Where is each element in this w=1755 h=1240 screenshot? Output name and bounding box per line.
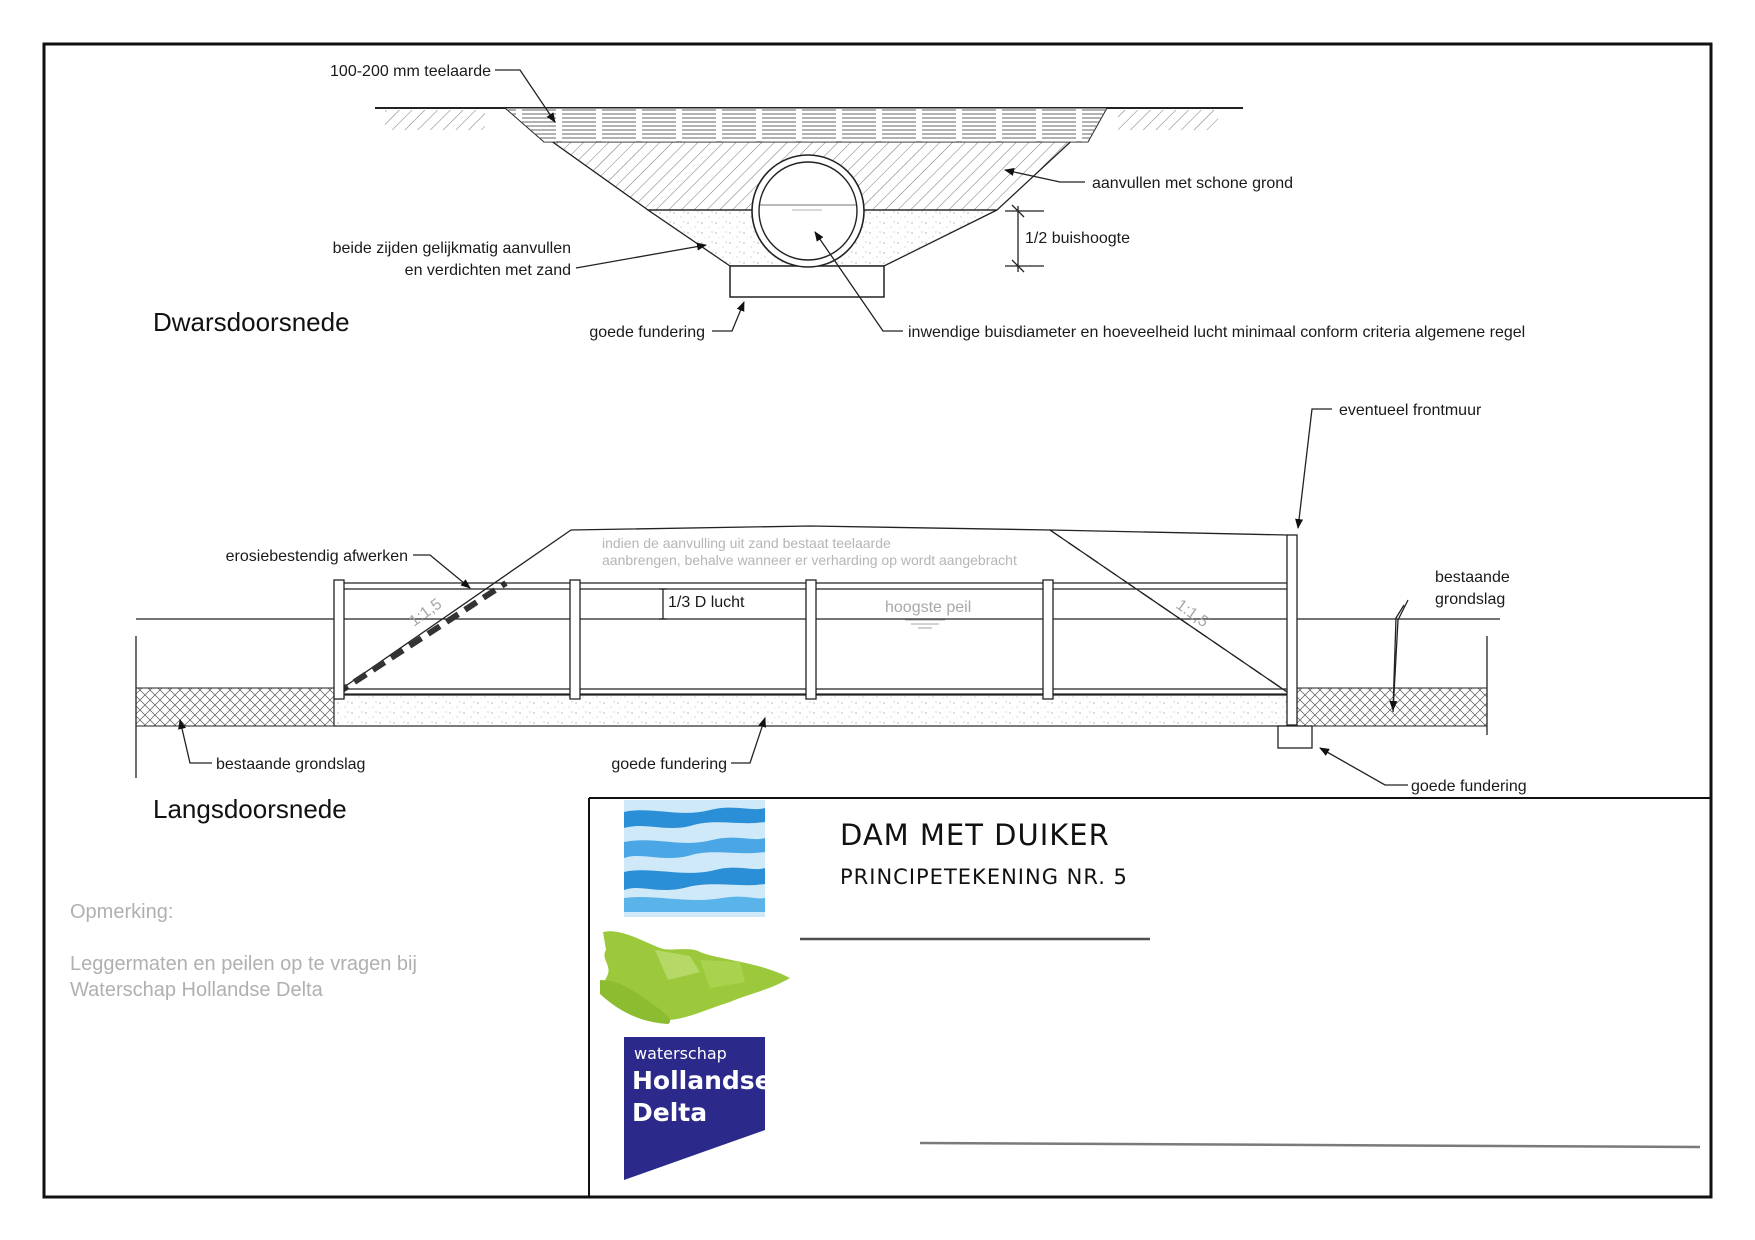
remark-line-1: Leggermaten en peilen op te vragen bij: [70, 953, 417, 975]
label-topsoil: 100-200 mm teelaarde: [330, 63, 491, 80]
label-foundation-mid: goede fundering: [611, 756, 727, 773]
label-existing-right-2: grondslag: [1435, 591, 1505, 608]
label-slope-right: 1:1,5: [1173, 596, 1212, 631]
land-logo-mark: [600, 931, 790, 1024]
label-air: 1/3 D lucht: [668, 594, 745, 611]
label-existing-left: bestaande grondslag: [216, 756, 365, 773]
long-section-title: Langsdoorsnede: [153, 794, 347, 824]
label-foundation-cross: goede fundering: [589, 324, 705, 341]
label-sand-note-1: indien de aanvulling uit zand bestaat te…: [602, 535, 891, 551]
label-both-sides-2: en verdichten met zand: [405, 262, 571, 279]
remark-heading: Opmerking:: [70, 901, 173, 923]
long-section-drawing: [135, 408, 1500, 786]
logo-line-3: Delta: [632, 1098, 707, 1127]
label-highest-level: hoogste peil: [885, 599, 971, 616]
cross-section-drawing: [375, 69, 1243, 332]
logo-line-2: Hollandse: [632, 1066, 772, 1095]
water-logo-mark: [624, 800, 765, 917]
title-block-subtitle: PRINCIPETEKENING NR. 5: [840, 865, 1128, 889]
waterschap-logo: [600, 800, 790, 1180]
remark-line-2: Waterschap Hollandse Delta: [70, 979, 324, 1001]
title-block-title: DAM MET DUIKER: [840, 818, 1110, 852]
label-half-pipe-height: 1/2 buishoogte: [1025, 230, 1130, 247]
label-erosion: erosiebestendig afwerken: [226, 548, 408, 565]
label-sand-note-2: aanbrengen, behalve wanneer er verhardin…: [602, 552, 1017, 568]
label-front-wall: eventueel frontmuur: [1339, 402, 1482, 419]
logo-line-1: waterschap: [634, 1044, 727, 1063]
label-existing-right-1: bestaande: [1435, 569, 1510, 586]
label-backfill-clean: aanvullen met schone grond: [1092, 175, 1293, 192]
title-block: [588, 797, 1711, 1197]
label-inner-diameter: inwendige buisdiameter en hoeveelheid lu…: [908, 324, 1525, 341]
brand-logo-block: [624, 1037, 765, 1180]
label-both-sides-1: beide zijden gelijkmatig aanvullen: [333, 240, 571, 257]
cross-section-title: Dwarsdoorsnede: [153, 307, 350, 337]
label-foundation-right: goede fundering: [1411, 778, 1527, 795]
label-slope-left: 1:1,5: [406, 596, 445, 631]
sheet-frame: [42, 42, 1713, 1199]
